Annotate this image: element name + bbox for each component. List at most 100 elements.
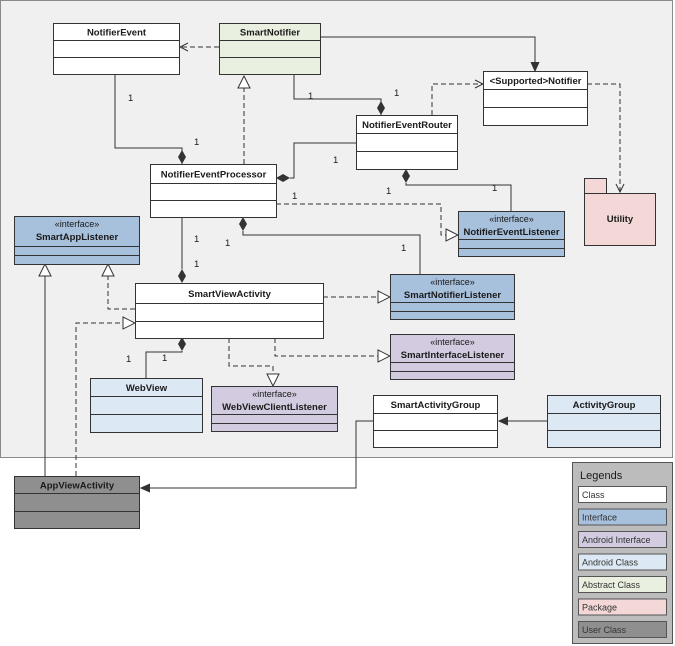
- realization-line: [274, 338, 390, 356]
- class-smart-activity-group[interactable]: SmartActivityGroup: [373, 395, 498, 448]
- legend-label: Android Class: [582, 558, 639, 568]
- composition-line: [405, 183, 512, 211]
- class-notifier-event-listener[interactable]: «interface» NotifierEventListener: [458, 211, 565, 257]
- class-smart-notifier-listener[interactable]: «interface» SmartNotifierListener: [390, 274, 515, 320]
- composition-line: [242, 231, 421, 274]
- legend-label: Android Interface: [582, 535, 651, 545]
- class-notifier-event-router[interactable]: NotifierEventRouter: [356, 115, 458, 170]
- multiplicity-label: 1: [401, 243, 406, 254]
- class-smart-view-activity[interactable]: SmartViewActivity: [135, 283, 324, 339]
- dependency-line: [431, 84, 483, 115]
- legend-swatch: [578, 576, 667, 593]
- package-name: Utility: [607, 214, 634, 225]
- dependency-line: [587, 83, 620, 192]
- legend-item: User Class: [578, 621, 667, 638]
- multiplicity-label: 1: [128, 93, 133, 104]
- multiplicity-label: 1: [194, 234, 199, 245]
- legend-item: Class: [578, 486, 667, 503]
- class-name: <Supported>Notifier: [490, 76, 582, 87]
- class-name: SmartViewActivity: [188, 289, 271, 300]
- class-box: [356, 115, 458, 170]
- package-body: [584, 193, 656, 246]
- class-notifier-event[interactable]: NotifierEvent: [53, 23, 180, 75]
- class-name: AppViewActivity: [40, 481, 115, 492]
- association-line: [320, 36, 535, 71]
- class-box: [90, 378, 203, 433]
- multiplicity-label: 1: [333, 155, 338, 166]
- class-stereotype: «interface»: [55, 219, 100, 229]
- class-box: [53, 23, 180, 75]
- class-box: [547, 395, 661, 448]
- realization-line: [108, 264, 135, 310]
- class-box: [135, 283, 324, 339]
- legend-swatch: [578, 508, 667, 526]
- legend-swatch: [578, 598, 667, 616]
- legend-item: Android Class: [578, 553, 667, 571]
- class-box: [14, 216, 140, 265]
- multiplicity-labels: 1 1 1 1 1 1 1 1 1 1 1 1 1 1: [126, 88, 497, 365]
- legend-label: Abstract Class: [582, 580, 641, 590]
- class-stereotype: «interface»: [430, 337, 475, 347]
- class-box: [483, 71, 588, 126]
- multiplicity-label: 1: [386, 186, 391, 197]
- class-box: [150, 164, 277, 218]
- legend-label: User Class: [582, 625, 627, 635]
- class-name: NotifierEvent: [87, 28, 147, 39]
- legend-item: Android Interface: [578, 531, 667, 548]
- class-smart-app-listener[interactable]: «interface»SmartAppListener: [14, 216, 140, 265]
- legend-swatch: [578, 621, 667, 638]
- composition-diamond: [402, 169, 410, 183]
- class-boxes: NotifierEvent SmartNotifier <Supported>Not…: [14, 23, 661, 529]
- package-tab-box: [584, 178, 607, 194]
- multiplicity-label: 1: [126, 354, 131, 365]
- realization-line: [276, 203, 458, 235]
- multiplicity-label: 1: [194, 137, 199, 148]
- class-name: SmartNotifierListener: [404, 290, 501, 301]
- multiplicity-label: 1: [292, 191, 297, 202]
- class-name: SmartActivityGroup: [391, 400, 481, 411]
- class-name: WebView: [126, 383, 168, 394]
- class-stereotype: «interface»: [489, 214, 534, 224]
- class-name: ActivityGroup: [573, 400, 636, 411]
- class-name: WebViewClientListener: [222, 402, 327, 413]
- multiplicity-label: 1: [394, 88, 399, 99]
- class-name: SmartInterfaceListener: [401, 350, 505, 361]
- composition-diamond: [178, 150, 186, 164]
- class-name: SmartNotifier: [240, 28, 300, 39]
- class-name: NotifierEventProcessor: [161, 170, 267, 181]
- class-web-view[interactable]: WebView: [90, 378, 203, 433]
- multiplicity-label: 1: [492, 183, 497, 194]
- multiplicity-label: 1: [162, 353, 167, 364]
- composition-diamond: [239, 217, 247, 231]
- realization-line: [228, 338, 273, 386]
- class-web-view-client-listener[interactable]: «interface» WebViewClientListener: [211, 386, 338, 432]
- multiplicity-label: 1: [225, 238, 230, 249]
- legend-item: Abstract Class: [578, 576, 667, 593]
- class-name: NotifierEventListener: [463, 227, 559, 238]
- legend-label: Interface: [582, 513, 617, 523]
- composition-diamond: [276, 174, 290, 182]
- realization-line: [75, 323, 135, 476]
- legend-item: Interface: [578, 508, 667, 526]
- legend-swatch: [578, 486, 667, 503]
- class-supported-notifier[interactable]: <Supported>Notifier: [483, 71, 588, 126]
- legend-title: Legends: [580, 470, 623, 482]
- package-utility[interactable]: Utility: [584, 178, 656, 246]
- class-app-view-activity[interactable]: AppViewActivity: [14, 476, 140, 529]
- composition-diamond: [178, 269, 186, 283]
- class-box: [14, 476, 140, 529]
- class-smart-interface-listener[interactable]: «interface» SmartInterfaceListener: [390, 334, 515, 380]
- class-smart-notifier[interactable]: SmartNotifier: [219, 23, 321, 75]
- class-notifier-event-processor[interactable]: NotifierEventProcessor: [150, 164, 277, 218]
- class-activity-group[interactable]: ActivityGroup: [547, 395, 661, 448]
- class-box: [219, 23, 321, 75]
- class-stereotype: «interface»: [430, 277, 475, 287]
- connectors: [45, 36, 620, 488]
- composition-diamond: [377, 101, 385, 115]
- multiplicity-label: 1: [194, 259, 199, 270]
- legend-item: Package: [578, 598, 667, 616]
- class-stereotype: «interface»: [252, 389, 297, 399]
- legend-swatch: [578, 531, 667, 548]
